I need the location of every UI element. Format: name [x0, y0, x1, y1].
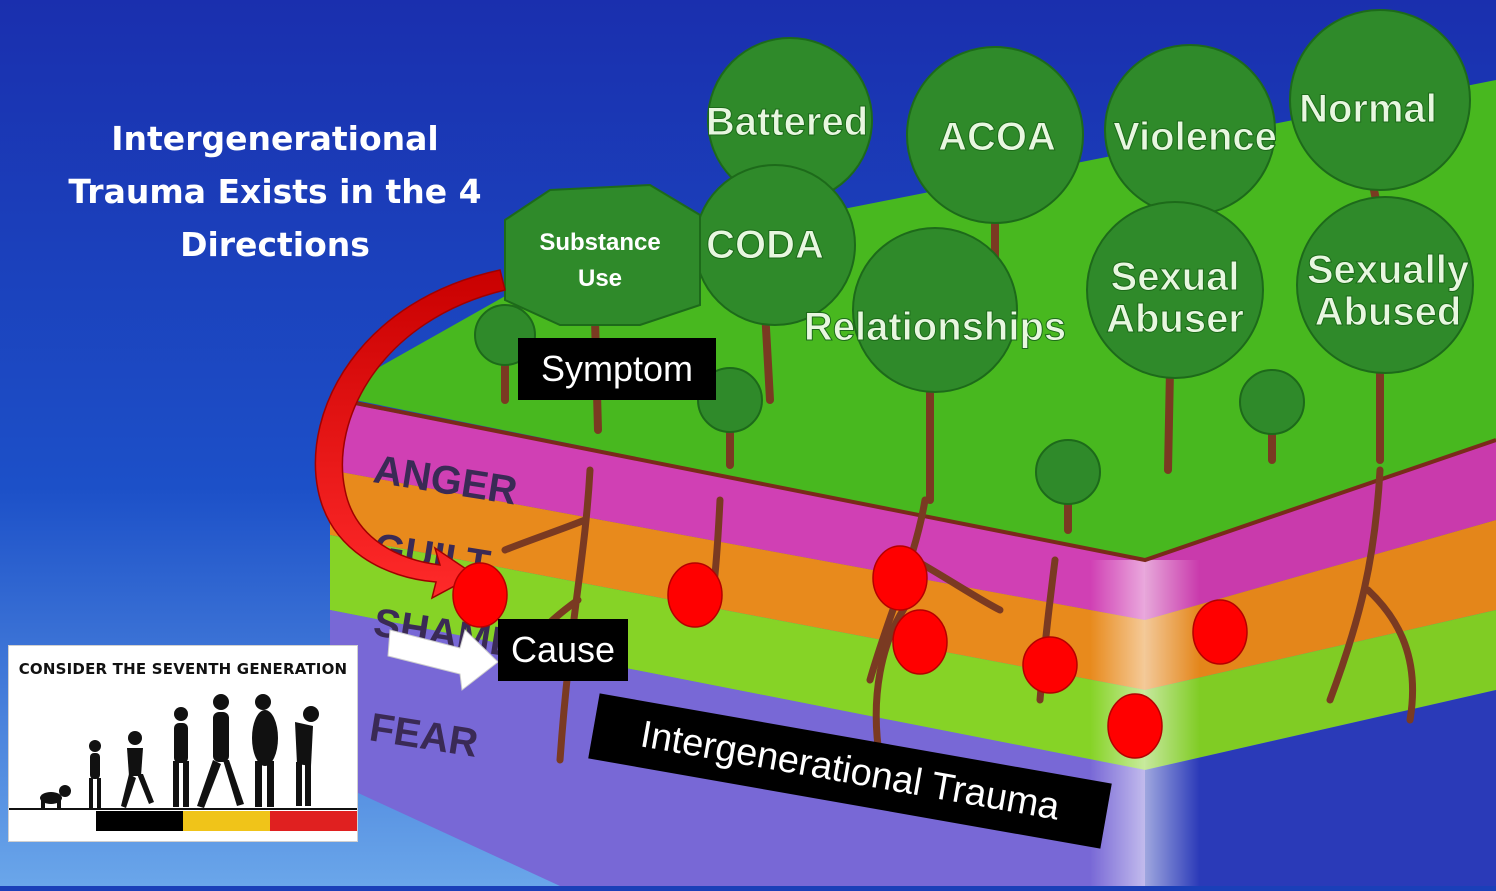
- tree-label-coda: CODA: [706, 223, 824, 267]
- poster-stripe: [96, 811, 183, 831]
- tree-label-acoa: ACOA: [938, 115, 1056, 159]
- tree-label-normal: Normal: [1299, 87, 1437, 131]
- red-marker: [1107, 693, 1163, 759]
- poster-stripe: [9, 811, 96, 831]
- white-arrow: [387, 629, 499, 691]
- poster-stripe: [270, 811, 357, 831]
- poster-stripe: [183, 811, 270, 831]
- title-line-2: Trauma Exists in the 4: [68, 172, 482, 211]
- anger-layer: [330, 400, 1145, 620]
- cause-callout: Cause: [498, 619, 628, 681]
- tree-label-battered: Battered: [706, 100, 868, 144]
- symptom-callout: Symptom: [518, 338, 716, 400]
- title-line-3: Directions: [180, 225, 370, 264]
- red-markers: [452, 545, 1248, 759]
- shame-layer: [330, 535, 1145, 770]
- tree-label-relationships: Relationships: [804, 305, 1066, 349]
- poster-title: CONSIDER THE SEVENTH GENERATION: [18, 660, 348, 678]
- tree-sexual-abuser: [1086, 201, 1264, 379]
- tree-canopies: [474, 9, 1474, 505]
- tree-acoa: [906, 46, 1084, 224]
- red-marker: [1022, 636, 1078, 694]
- title-line-1: Intergenerational: [111, 119, 439, 158]
- tree-relationships: [852, 227, 1018, 393]
- tree-labels: Battered ACOA Violence Normal CODA Relat…: [705, 87, 1470, 350]
- tree-normal: [1289, 9, 1471, 191]
- seventh-generation-poster: CONSIDER THE SEVENTH GENERATION: [8, 645, 358, 842]
- tree-sexually-abused: [1296, 196, 1474, 374]
- tree-label-violence: Violence: [1113, 115, 1277, 159]
- red-marker: [452, 562, 508, 628]
- diagram-title: Intergenerational Trauma Exists in the 4…: [40, 112, 510, 271]
- red-curved-arrow: [314, 269, 506, 600]
- red-marker: [892, 609, 948, 675]
- red-marker: [667, 562, 723, 628]
- tree-substance-use: [504, 183, 701, 326]
- red-marker: [872, 545, 928, 611]
- evolution-silhouettes: [9, 694, 357, 831]
- red-marker: [1192, 599, 1248, 665]
